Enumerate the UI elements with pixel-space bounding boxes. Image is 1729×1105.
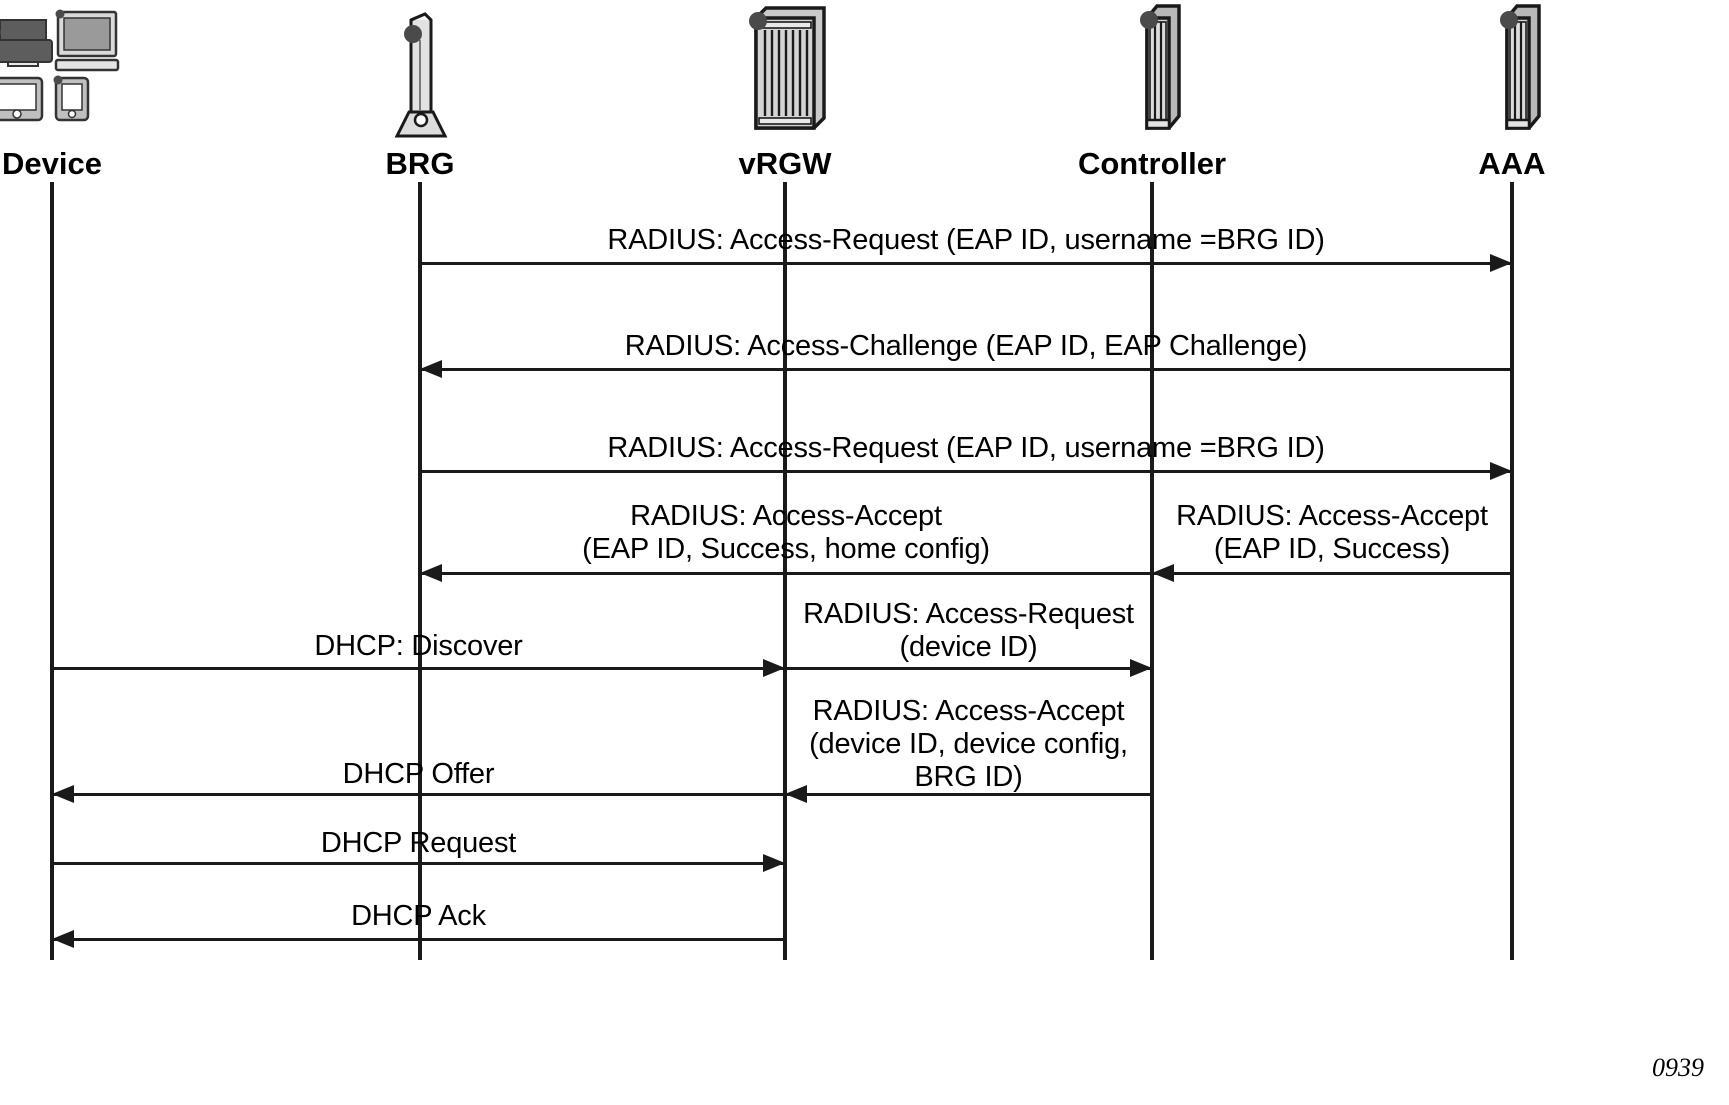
node-device: Device xyxy=(0,0,172,181)
node-aaa: AAA xyxy=(1392,0,1632,181)
message-label-m3: RADIUS: Access-Request (EAP ID, username… xyxy=(607,432,1325,464)
message-arrowhead-m9 xyxy=(52,785,74,803)
lifeline-vrgw xyxy=(783,182,787,960)
message-line-m8 xyxy=(785,793,1152,796)
message-label-m7: RADIUS: Access-Request (device ID) xyxy=(803,598,1134,663)
message-arrowhead-m1 xyxy=(1490,254,1512,272)
message-arrowhead-m3 xyxy=(1490,462,1512,480)
lifeline-device xyxy=(50,182,54,960)
message-arrowhead-m11 xyxy=(52,930,74,948)
message-line-m2 xyxy=(420,368,1512,371)
message-arrowhead-m2 xyxy=(420,360,442,378)
message-arrowhead-m6 xyxy=(763,659,785,677)
message-line-m5 xyxy=(1152,572,1512,575)
node-controller: Controller xyxy=(1032,0,1272,181)
message-label-m2: RADIUS: Access-Challenge (EAP ID, EAP Ch… xyxy=(624,330,1308,362)
message-arrowhead-m8 xyxy=(785,785,807,803)
message-line-m10 xyxy=(52,862,785,865)
message-label-m8: RADIUS: Access-Accept (device ID, device… xyxy=(809,695,1128,793)
node-label-vrgw: vRGW xyxy=(738,146,832,181)
message-line-m9 xyxy=(52,793,785,796)
message-arrowhead-m7 xyxy=(1130,659,1152,677)
server-tower-icon xyxy=(1032,0,1272,145)
message-line-m3 xyxy=(420,470,1512,473)
message-arrowhead-m4 xyxy=(420,564,442,582)
node-label-aaa: AAA xyxy=(1478,146,1546,181)
message-line-m6 xyxy=(52,667,785,670)
message-line-m1 xyxy=(420,262,1512,265)
server-tower-icon xyxy=(1392,0,1632,145)
message-line-m4 xyxy=(420,572,1152,575)
router-tower-icon xyxy=(300,0,540,145)
node-brg: BRG xyxy=(300,0,540,181)
message-label-m10: DHCP Request xyxy=(320,827,517,859)
server-rack-icon xyxy=(665,0,905,145)
node-label-device: Device xyxy=(2,146,102,181)
lifeline-aaa xyxy=(1510,182,1514,960)
node-label-brg: BRG xyxy=(385,146,455,181)
message-line-m11 xyxy=(52,938,785,941)
message-label-m4: RADIUS: Access-Accept (EAP ID, Success, … xyxy=(582,500,990,565)
node-label-controller: Controller xyxy=(1077,146,1227,181)
node-vrgw: vRGW xyxy=(665,0,905,181)
message-label-m6: DHCP: Discover xyxy=(314,630,523,662)
message-label-m11: DHCP Ack xyxy=(351,900,486,932)
figure-caption: 0939 xyxy=(1652,1053,1704,1082)
message-arrowhead-m10 xyxy=(763,854,785,872)
message-label-m1: RADIUS: Access-Request (EAP ID, username… xyxy=(607,224,1325,256)
message-line-m7 xyxy=(785,667,1152,670)
devices-group-icon xyxy=(0,0,172,145)
message-label-m9: DHCP Offer xyxy=(342,758,495,790)
message-arrowhead-m5 xyxy=(1152,564,1174,582)
message-label-m5: RADIUS: Access-Accept (EAP ID, Success) xyxy=(1176,500,1488,565)
